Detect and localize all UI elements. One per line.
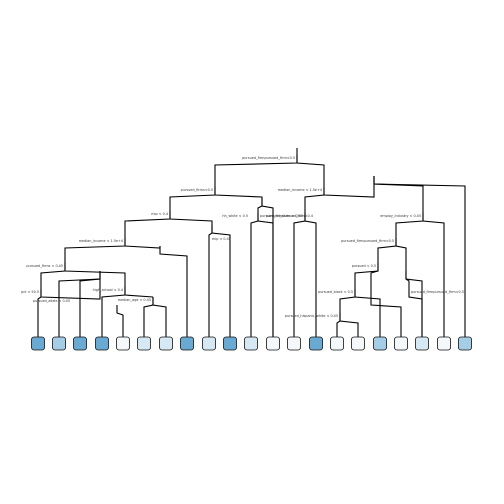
- tree-edge-s22-L20: [422, 213, 445, 337]
- leaf-node-L19: [415, 336, 429, 351]
- tree-edge-s19-L14: [304, 213, 317, 337]
- split-label-s4: mip < 0.4: [151, 212, 168, 216]
- leaf-node-L7: [159, 336, 173, 351]
- leaf-box: [351, 336, 365, 351]
- leaf-box: [95, 336, 109, 351]
- split-label-s7: median_income < 1.5e+4: [79, 239, 123, 243]
- tree-edge-s14-L4: [101, 287, 126, 337]
- split-label-s29: pursued_firmpursued_firm<0.5: [411, 290, 464, 294]
- leaf-node-L12: [266, 336, 280, 351]
- tree-edge-s25-L17: [354, 289, 381, 337]
- leaf-box: [394, 336, 408, 351]
- leaf-node-L16: [351, 336, 365, 351]
- leaf-node-L21: [458, 336, 472, 351]
- tree-edge-s5-L9: [208, 225, 213, 337]
- leaf-node-L17: [373, 336, 387, 351]
- split-label-s2: pursued_firms<0.5: [181, 188, 213, 192]
- tree-split-labels: pursued_firmpursued_firm<0.5 pursued_firm…: [21, 156, 464, 318]
- split-label-s25: pursued_black < 0.5: [318, 290, 353, 294]
- leaf-box: [415, 336, 429, 351]
- leaf-box: [287, 336, 301, 351]
- split-label-s16: median_age < 0.45: [118, 298, 151, 302]
- leaf-box: [202, 336, 216, 351]
- tree-edges: [37, 148, 466, 337]
- tree-edge-s11-L3: [79, 271, 101, 337]
- tree-edge-s6-L11: [250, 213, 259, 337]
- tree-edge-s3-L12: [261, 198, 274, 337]
- tree-edge-s23-s26: [395, 238, 407, 271]
- split-label-s21: hh_white < 0.5: [222, 214, 248, 218]
- split-label-s23: pursued_firmpursued_firm<0.5: [341, 239, 394, 243]
- split-label-s27: pursued_hispanic_white < 0.45: [285, 314, 338, 318]
- leaf-node-L8: [180, 336, 194, 351]
- leaf-node-L11: [244, 336, 258, 351]
- leaf-box: [137, 336, 151, 351]
- tree-edge-s10-s14: [64, 263, 126, 287]
- tree-edge-s8-L8: [159, 246, 188, 337]
- tree-leaves: [31, 336, 472, 351]
- leaf-box: [330, 336, 344, 351]
- leaf-box: [309, 336, 323, 351]
- tree-edge-s27-L16: [339, 313, 359, 337]
- leaf-box: [73, 336, 87, 351]
- tree-edge-s2-s3: [214, 187, 263, 198]
- leaf-box: [373, 336, 387, 351]
- leaf-node-L2: [52, 336, 66, 351]
- tree-edge-s28-L18: [370, 297, 402, 337]
- leaf-box: [266, 336, 280, 351]
- leaf-node-L13: [287, 336, 301, 351]
- leaf-box: [223, 336, 237, 351]
- leaf-node-L15: [330, 336, 344, 351]
- leaf-box: [116, 336, 130, 351]
- split-label-s6: pursued_firmpursued_firm<0.4: [260, 214, 313, 218]
- split-label-s12: pct < 50.5: [21, 290, 39, 294]
- leaf-node-L10: [223, 336, 237, 351]
- tree-edge-s6-L12: [257, 213, 274, 337]
- tree-edge-s19-L13: [293, 213, 306, 337]
- tree-edge-s17-s18: [323, 176, 375, 198]
- split-label-s24: pursued < 0.5: [352, 264, 376, 268]
- leaf-box: [52, 336, 66, 351]
- tree-edge-s24-s28: [370, 263, 379, 297]
- tree-edge-s1-s17: [296, 155, 325, 187]
- leaf-node-L1: [31, 336, 45, 351]
- split-label-s1: pursued_firmpursued_firm<0.5: [242, 156, 295, 160]
- leaf-node-L14: [309, 336, 323, 351]
- split-label-s22: employ_industry < 0.45: [380, 214, 421, 218]
- leaf-box: [159, 336, 173, 351]
- tree-edge-s5-L10: [211, 225, 231, 337]
- tree-edge-s4-s5: [169, 211, 213, 225]
- leaf-node-L9: [202, 336, 216, 351]
- leaf-node-L4: [95, 336, 109, 351]
- split-label-s9: mip < 0.45: [212, 237, 231, 241]
- leaf-box: [31, 336, 45, 351]
- split-label-s10: pursued_firms < 0.45: [26, 264, 63, 268]
- leaf-node-L6: [137, 336, 151, 351]
- tree-edge-s7-s8: [124, 238, 161, 249]
- leaf-node-L3: [73, 336, 87, 351]
- tree-edge-s16-L6: [143, 297, 154, 337]
- leaf-box: [244, 336, 258, 351]
- leaf-box: [180, 336, 194, 351]
- tree-edge-s18-s22: [373, 176, 424, 213]
- leaf-node-L5: [116, 336, 130, 351]
- tree-edge-s3-s6: [257, 198, 263, 213]
- split-label-s19: pursued_allele < 0.45: [266, 214, 303, 218]
- leaf-box: [437, 336, 451, 351]
- tree-edge-s16-L7: [152, 297, 167, 337]
- leaf-node-L20: [437, 336, 451, 351]
- tree-edge-s29-L19: [408, 289, 423, 337]
- split-label-s17: median_income < 1.5e+4: [278, 188, 322, 192]
- leaf-box: [458, 336, 472, 351]
- tree-edge-s14-s16: [124, 287, 154, 298]
- tree-edge-s15-L5: [116, 305, 124, 337]
- tree-edge-s12-s11: [40, 271, 101, 300]
- tree-edge-s18-L21: [373, 176, 466, 337]
- split-label-s14: high_school < 0.4: [93, 288, 123, 292]
- leaf-node-L18: [394, 336, 408, 351]
- split-label-s13: pursued_allele < 0.45: [33, 299, 70, 303]
